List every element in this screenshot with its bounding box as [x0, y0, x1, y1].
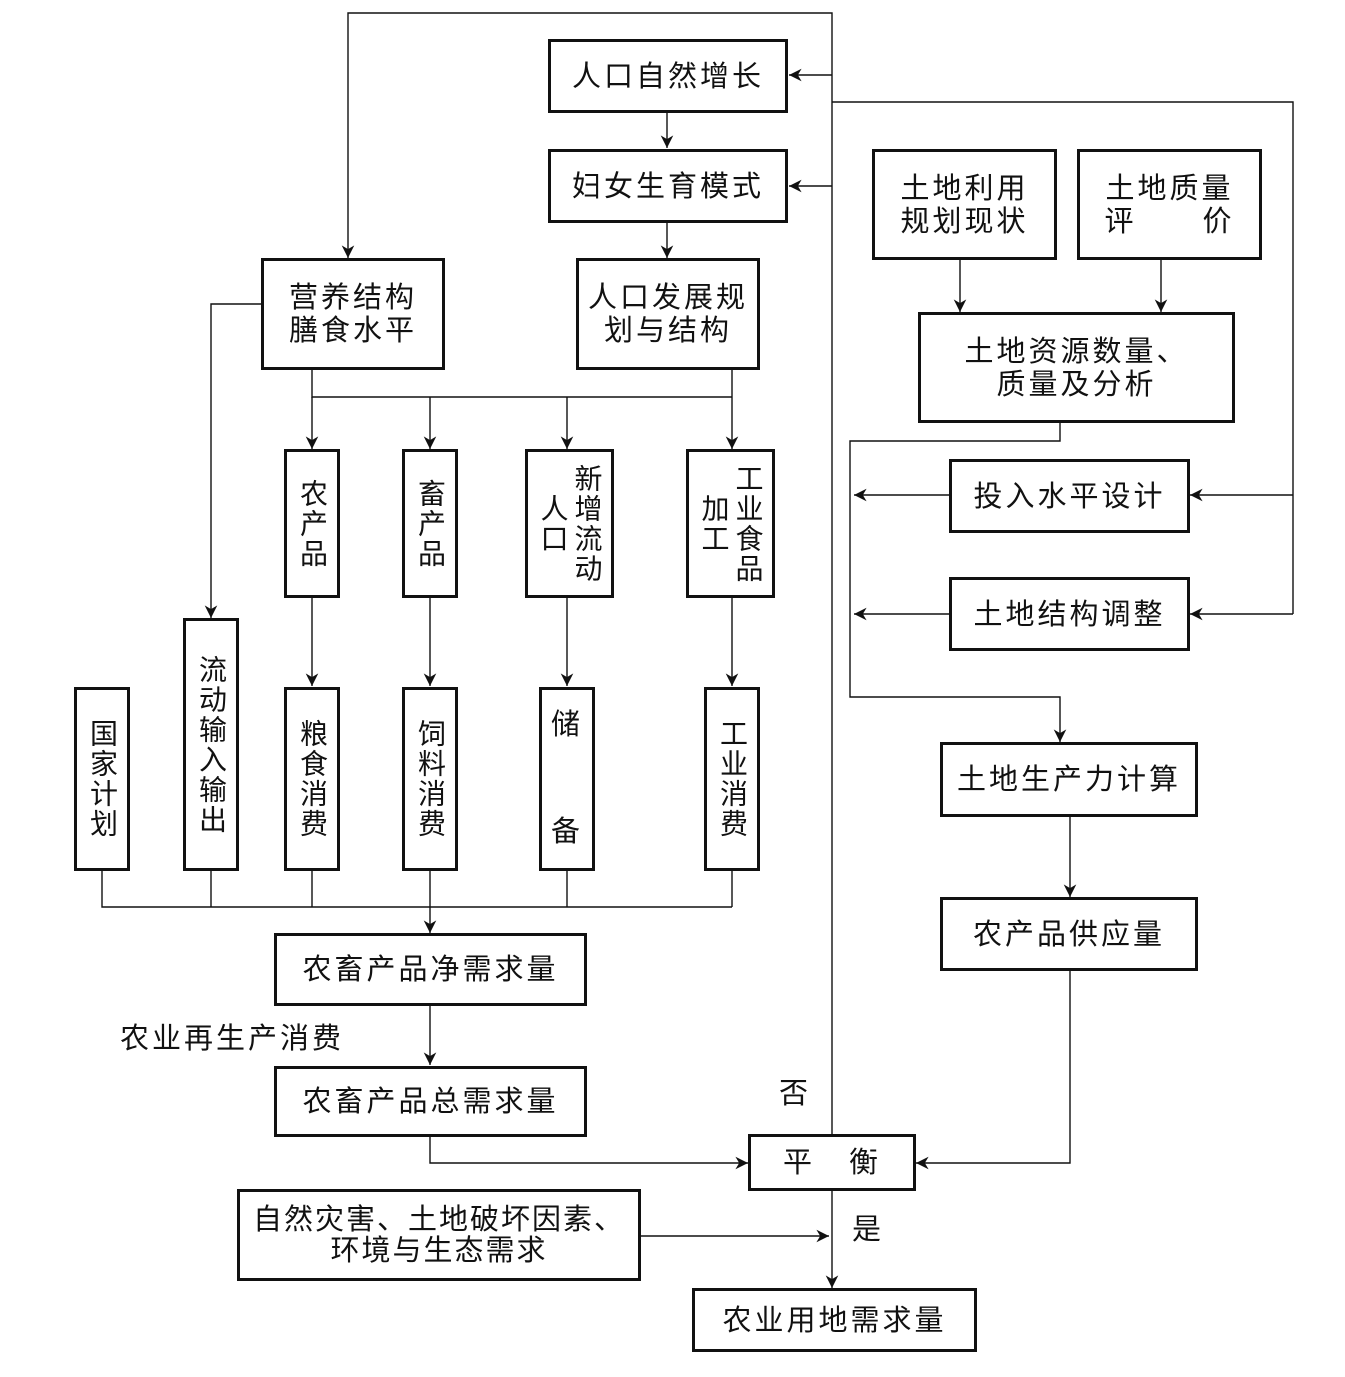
node-land-resources-line2: 质量及分析: [996, 366, 1157, 401]
node-land-resources: 土地资源数量、 质量及分析: [918, 312, 1235, 423]
node-input-level: 投入水平设计: [949, 459, 1190, 533]
label-yes: 是: [852, 1212, 885, 1246]
node-state-plan: 国家计划: [74, 687, 130, 871]
node-land-structure-label: 土地结构调整: [973, 596, 1166, 631]
node-agri-supply-label: 农产品供应量: [972, 916, 1165, 951]
node-land-quality-line2: 评 价: [1104, 203, 1235, 238]
arrow-total-to-balance: [429, 1136, 748, 1170]
node-agri-supply: 农产品供应量: [940, 897, 1198, 971]
node-balance-left: 平: [783, 1145, 816, 1179]
node-land-demand-label: 农业用地需求量: [722, 1302, 947, 1337]
node-land-use-plan-line1: 土地利用: [900, 170, 1029, 205]
node-land-resources-line1: 土地资源数量、: [964, 333, 1189, 368]
node-new-migrants: 新增流动人口: [525, 449, 614, 598]
node-fertility-pattern: 妇女生育模式: [548, 149, 788, 223]
node-grain-consumption-label: 粮食消费: [296, 719, 329, 839]
node-livestock-products: 畜产品: [402, 449, 458, 598]
node-fertility-pattern-label: 妇女生育模式: [571, 168, 764, 203]
node-land-quality-line2b: 价: [1202, 203, 1235, 238]
node-land-productivity: 土地生产力计算: [940, 742, 1198, 817]
node-land-quality: 土地质量 评 价: [1077, 149, 1262, 260]
node-population-growth: 人口自然增长: [548, 39, 788, 113]
node-livestock-products-label: 畜产品: [414, 478, 447, 569]
node-reserve-bottom: 备: [550, 814, 583, 848]
node-total-demand-label: 农畜产品总需求量: [302, 1084, 559, 1118]
node-feed-consumption: 饲料消费: [402, 687, 458, 871]
node-population-plan: 人口发展规 划与结构: [576, 258, 760, 370]
node-industrial-food-label: 工业食品加工: [697, 463, 765, 584]
node-population-plan-line1: 人口发展规: [587, 280, 748, 314]
node-land-quality-line2a: 评: [1104, 203, 1137, 238]
arrow-supply-to-balance: [916, 971, 1071, 1170]
node-feed-consumption-label: 饲料消费: [414, 719, 447, 839]
node-net-demand: 农畜产品净需求量: [274, 933, 587, 1006]
node-grain-consumption: 粮食消费: [284, 687, 340, 871]
node-land-productivity-label: 土地生产力计算: [956, 762, 1181, 796]
label-no: 否: [779, 1076, 812, 1110]
node-balance-right: 衡: [848, 1145, 881, 1179]
node-land-structure: 土地结构调整: [949, 577, 1190, 651]
node-migration-io-label: 流动输入输出: [195, 654, 228, 835]
resources-loop: [849, 423, 1067, 742]
node-input-level-label: 投入水平设计: [973, 478, 1166, 513]
node-net-demand-label: 农畜产品净需求量: [302, 952, 559, 986]
node-land-quality-line1: 土地质量: [1105, 170, 1234, 205]
node-land-use-plan: 土地利用 规划现状: [872, 149, 1057, 260]
node-disasters-line1: 自然灾害、土地破坏因素、: [252, 1202, 625, 1236]
node-reserve: 储 备: [539, 687, 595, 871]
node-agri-products-label: 农产品: [296, 478, 329, 569]
node-nutrition-line1: 营养结构: [288, 280, 417, 314]
node-new-migrants-label: 新增流动人口: [536, 463, 604, 584]
node-balance: 平 衡: [748, 1134, 916, 1191]
node-industrial-consumption: 工业消费: [704, 687, 760, 871]
node-balance-label: 平 衡: [783, 1146, 881, 1179]
node-industrial-consumption-label: 工业消费: [716, 719, 749, 839]
node-population-growth-label: 人口自然增长: [571, 58, 764, 93]
node-industrial-food: 工业食品加工: [686, 449, 775, 598]
node-disasters: 自然灾害、土地破坏因素、 环境与生态需求: [237, 1189, 641, 1281]
node-migration-io: 流动输入输出: [183, 618, 239, 871]
node-nutrition-line2: 膳食水平: [288, 313, 417, 347]
node-reserve-top: 储: [550, 707, 583, 741]
feedback-loop-right: [832, 101, 1294, 614]
node-population-plan-line2: 划与结构: [603, 313, 732, 347]
bus-top: [311, 370, 733, 398]
bus-bottom: [101, 870, 733, 908]
node-disasters-line2: 环境与生态需求: [330, 1233, 548, 1267]
node-state-plan-label: 国家计划: [86, 719, 119, 839]
node-agri-products: 农产品: [284, 449, 340, 598]
feedback-loop-top: [341, 12, 833, 1135]
node-total-demand: 农畜产品总需求量: [274, 1066, 587, 1137]
node-land-use-plan-line2: 规划现状: [900, 203, 1029, 238]
label-reproduction-consumption: 农业再生产消费: [120, 1021, 345, 1055]
node-land-demand: 农业用地需求量: [692, 1288, 977, 1352]
arrow-nutrition-to-migration: [204, 303, 261, 618]
node-nutrition: 营养结构 膳食水平: [261, 258, 445, 370]
